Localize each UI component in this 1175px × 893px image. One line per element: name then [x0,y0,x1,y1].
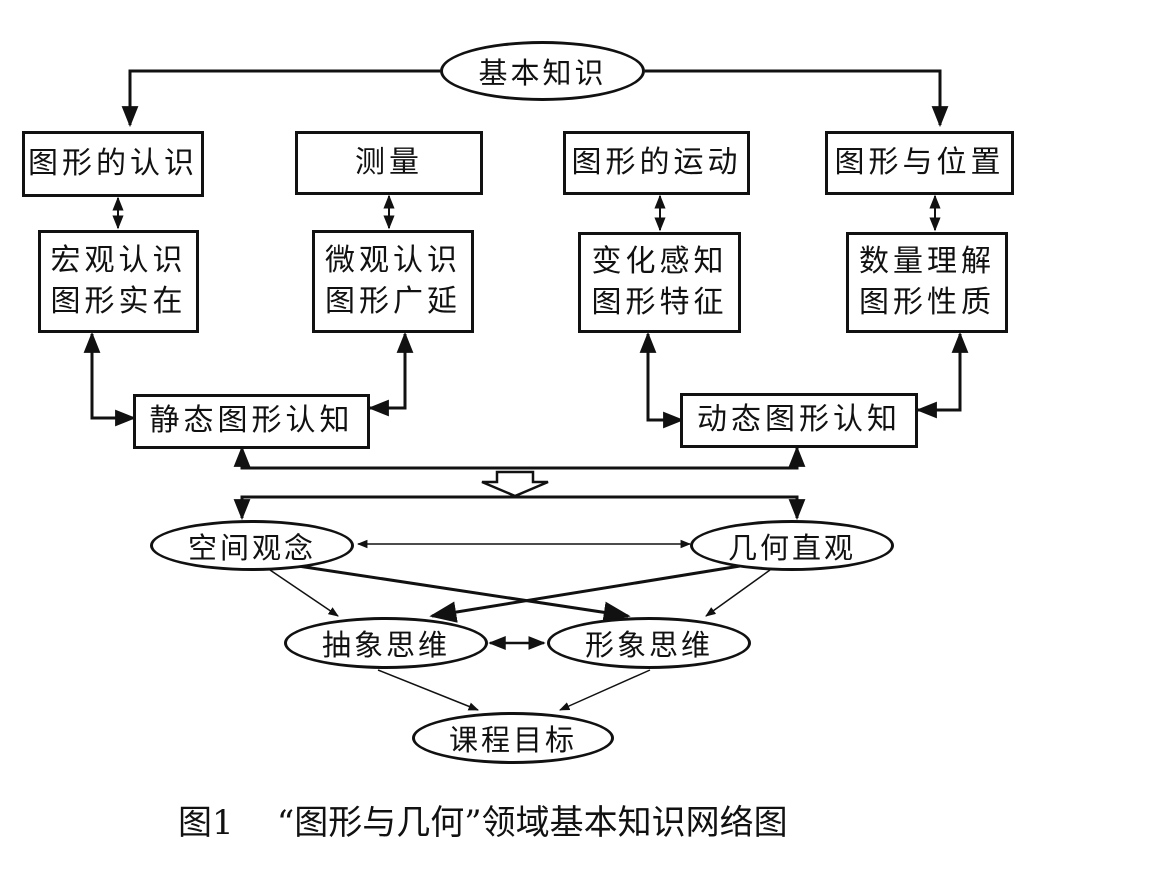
geometric-abstract-link [429,564,741,623]
detail-motion: 变化感知 图形特征 [578,232,741,333]
static-cognition: 静态图形认知 [133,394,370,449]
detail-measurement: 微观认识 图形广延 [312,230,474,333]
imagery-goal-link [559,669,651,711]
category-recognition: 图形的认识 [22,131,204,197]
spatial-imagery-link [297,564,631,624]
dynamic-right-connector [915,331,969,419]
cognition-bracket [233,445,806,470]
category-position: 图形与位置 [825,131,1014,195]
static-right-connector [367,331,414,417]
concept-goal: 课程目标 [412,712,614,764]
split-left-connector [233,495,806,521]
root-right-connector [645,69,949,128]
dynamic-left-connector [639,331,685,429]
concept-imagery: 形象思维 [547,617,751,669]
category-motion: 图形的运动 [563,131,750,195]
root-left-connector [121,69,440,128]
figure-caption: 图1 “图形与几何”领域基本知识网络图 [178,803,788,843]
summary-down-arrow [481,470,549,498]
concept-geometric: 几何直观 [690,520,894,571]
spatial-abstract-link [269,569,339,617]
detail-position: 数量理解 图形性质 [846,232,1008,333]
abstract-goal-link [377,669,479,711]
root-node: 基本知识 [440,41,645,101]
concept-abstract: 抽象思维 [284,617,488,669]
static-left-connector [83,331,137,427]
category-measurement: 测量 [295,131,483,195]
concept-spatial: 空间观念 [150,520,354,571]
geometric-imagery-link [705,569,771,617]
detail-recognition: 宏观认识 图形实在 [38,230,199,333]
dynamic-cognition: 动态图形认知 [680,393,918,448]
